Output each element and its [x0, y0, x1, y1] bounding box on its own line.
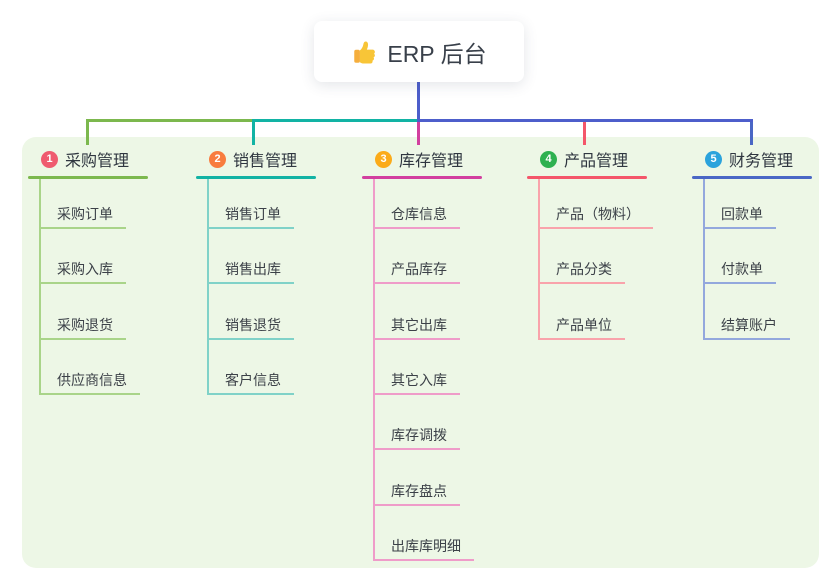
branch-title: 销售管理	[233, 153, 298, 170]
connector-drop-4	[583, 122, 586, 145]
branch-header-1[interactable]: 1 采购管理	[41, 148, 129, 170]
child-node[interactable]: 销售出库	[207, 255, 294, 284]
connector-drop-1	[86, 122, 89, 145]
connector-root-stem	[417, 82, 420, 122]
content-panel	[22, 137, 819, 568]
child-node-label: 销售出库	[225, 260, 281, 277]
child-node[interactable]: 付款单	[703, 255, 776, 284]
branch-child-spine-5	[703, 179, 705, 340]
branch-number-badge: 4	[540, 150, 557, 168]
branch-number-badge: 3	[375, 150, 392, 168]
branch-child-spine-2	[207, 179, 209, 395]
child-node[interactable]: 出库库明细	[373, 532, 474, 561]
child-node-label: 付款单	[721, 260, 763, 277]
child-node-label: 采购入库	[57, 260, 113, 277]
branch-child-spine-1	[39, 179, 41, 395]
branch-underline-4	[527, 176, 647, 179]
child-node[interactable]: 库存盘点	[373, 477, 460, 506]
child-node-label: 采购订单	[57, 205, 113, 222]
branch-title: 采购管理	[65, 153, 130, 170]
branch-header-4[interactable]: 4 产品管理	[540, 148, 628, 170]
child-node[interactable]: 产品单位	[538, 311, 625, 340]
child-node-label: 产品库存	[391, 260, 447, 277]
root-node-label: ERP 后台	[387, 40, 487, 67]
branch-title: 库存管理	[399, 153, 464, 170]
child-node[interactable]: 结算账户	[703, 311, 790, 340]
connector-drop-5	[750, 122, 753, 145]
branch-header-2[interactable]: 2 销售管理	[209, 148, 297, 170]
child-node-label: 回款单	[721, 205, 763, 222]
branch-underline-3	[362, 176, 482, 179]
child-node-label: 结算账户	[721, 316, 777, 333]
child-node[interactable]: 销售退货	[207, 311, 294, 340]
child-node[interactable]: 回款单	[703, 200, 776, 229]
branch-underline-5	[692, 176, 812, 179]
branch-header-3[interactable]: 3 库存管理	[375, 148, 463, 170]
branch-underline-1	[28, 176, 148, 179]
branch-number-badge: 1	[41, 150, 58, 168]
child-node-label: 产品（物料）	[556, 205, 640, 222]
child-node[interactable]: 采购退货	[39, 311, 126, 340]
child-node-label: 采购退货	[57, 316, 113, 333]
child-node[interactable]: 其它入库	[373, 366, 460, 395]
child-node[interactable]: 销售订单	[207, 200, 294, 229]
branch-header-5[interactable]: 5 财务管理	[705, 148, 793, 170]
child-node[interactable]: 库存调拨	[373, 421, 460, 450]
branch-underline-2	[196, 176, 316, 179]
child-node-label: 库存盘点	[391, 482, 447, 499]
child-node[interactable]: 产品库存	[373, 255, 460, 284]
connector-horizontal-left	[86, 119, 255, 122]
child-node-label: 产品单位	[556, 316, 612, 333]
connector-drop-3	[417, 122, 420, 145]
child-node-label: 供应商信息	[57, 371, 127, 388]
connector-horizontal-mid	[252, 119, 420, 122]
thumbs-up-icon	[354, 40, 376, 64]
child-node-label: 客户信息	[225, 371, 281, 388]
branch-number-badge: 5	[705, 150, 722, 168]
child-node-label: 其它入库	[391, 371, 447, 388]
connector-drop-2	[252, 122, 255, 145]
child-node-label: 销售退货	[225, 316, 281, 333]
child-node-label: 仓库信息	[391, 205, 447, 222]
child-node-label: 出库库明细	[391, 537, 461, 554]
child-node[interactable]: 产品（物料）	[538, 200, 653, 229]
child-node[interactable]: 客户信息	[207, 366, 294, 395]
branch-title: 财务管理	[729, 153, 794, 170]
child-node[interactable]: 其它出库	[373, 311, 460, 340]
branch-child-spine-3	[373, 179, 375, 561]
child-node[interactable]: 采购入库	[39, 255, 126, 284]
branch-title: 产品管理	[564, 153, 629, 170]
root-node[interactable]: ERP 后台	[314, 21, 524, 82]
child-node[interactable]: 采购订单	[39, 200, 126, 229]
child-node[interactable]: 产品分类	[538, 255, 625, 284]
branch-number-badge: 2	[209, 150, 226, 168]
branch-child-spine-4	[538, 179, 540, 340]
child-node-label: 产品分类	[556, 260, 612, 277]
child-node[interactable]: 仓库信息	[373, 200, 460, 229]
connector-horizontal-right	[417, 119, 753, 122]
child-node-label: 销售订单	[225, 205, 281, 222]
child-node-label: 库存调拨	[391, 426, 447, 443]
child-node-label: 其它出库	[391, 316, 447, 333]
child-node[interactable]: 供应商信息	[39, 366, 140, 395]
